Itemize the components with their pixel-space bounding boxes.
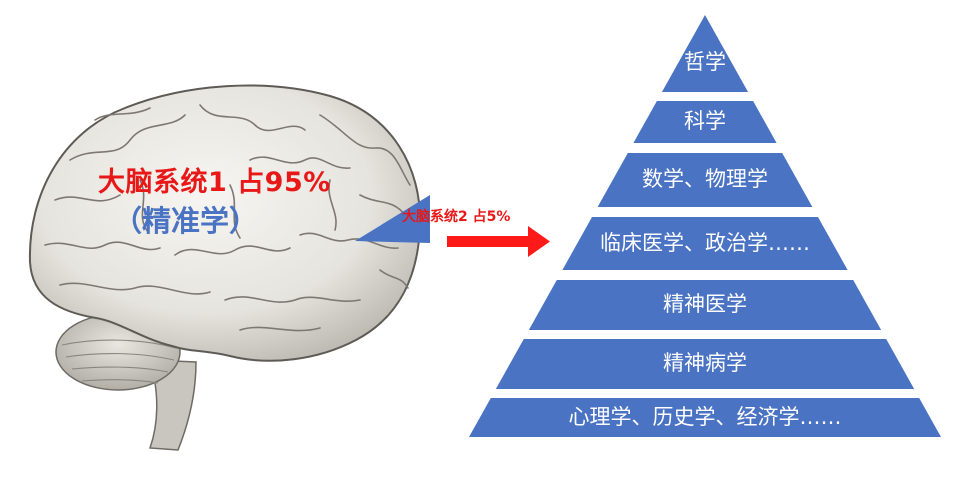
system1-sublabel: （精准学） — [113, 204, 259, 238]
pyramid-tier-label-2: 科学 — [684, 109, 726, 133]
pyramid-tier-label-6: 精神病学 — [663, 351, 747, 375]
pyramid-tier-label-7: 心理学、历史学、经济学…… — [568, 404, 842, 429]
pyramid-tier-label-4: 临床医学、政治学…… — [600, 230, 810, 255]
pyramid-tier-1 — [661, 15, 749, 92]
pyramid-tier-5 — [528, 280, 882, 330]
brain-folds — [44, 104, 411, 332]
pyramid-tier-6 — [495, 339, 915, 389]
pyramid-tier-label-3: 数学、物理学 — [642, 167, 768, 191]
pyramid-tier-4 — [562, 217, 848, 270]
system1-label: 大脑系统1 占95% — [98, 167, 331, 198]
cerebrum — [28, 84, 422, 362]
pyramid-tier-2 — [633, 101, 777, 143]
system2-triangle — [355, 195, 430, 243]
pyramid-tier-label-1: 哲学 — [684, 49, 726, 74]
brain-illustration — [28, 84, 422, 451]
pyramid-tier-label-5: 精神医学 — [663, 292, 747, 316]
brain-stem — [148, 359, 197, 451]
system2-label: 大脑系统2 占5% — [402, 209, 511, 225]
red-arrow — [447, 226, 550, 257]
pyramid-tier-7 — [469, 398, 941, 437]
pyramid — [469, 15, 941, 437]
pyramid-tier-3 — [597, 153, 813, 207]
